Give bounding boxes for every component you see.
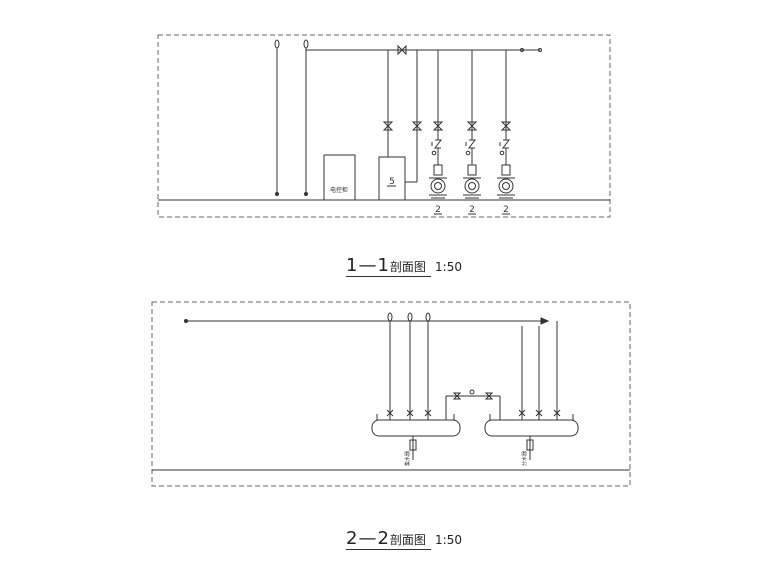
section-2-frame bbox=[151, 301, 631, 487]
left-vertical-pipes bbox=[274, 39, 309, 196]
header-connection-pipe bbox=[446, 389, 501, 420]
section-2-title-text: 剖面图 bbox=[389, 533, 426, 547]
tank-risers bbox=[382, 50, 423, 183]
pump-label-3: 2 bbox=[503, 205, 509, 215]
main-supply-pipe bbox=[306, 44, 542, 56]
pump-unit-1 bbox=[429, 50, 447, 215]
cabinet-label: 电控柜 bbox=[330, 186, 348, 194]
section-2-scale: 1:50 bbox=[435, 533, 462, 547]
section-2-top-pipe bbox=[184, 317, 550, 325]
section-1-frame bbox=[157, 34, 611, 218]
pump-unit-3 bbox=[497, 50, 515, 215]
section-2-title: 2—2剖面图 1:50 bbox=[346, 528, 462, 550]
pump-unit-2 bbox=[463, 50, 481, 215]
tank-label: 5 bbox=[389, 177, 395, 187]
distributor-header bbox=[484, 419, 579, 437]
section-1-title: 1—1剖面图 1:50 bbox=[346, 255, 462, 277]
section-1-scale: 1:50 bbox=[435, 260, 462, 274]
pump-label-1: 2 bbox=[435, 205, 441, 215]
section-1-title-text: 剖面图 bbox=[389, 260, 426, 274]
distributor-label: 分水器 bbox=[521, 451, 528, 466]
electric-control-cabinet bbox=[323, 154, 356, 201]
collector-header bbox=[371, 419, 461, 437]
collector-risers bbox=[376, 312, 455, 460]
section-2-title-number: 2—2 bbox=[346, 528, 390, 549]
collector-label: 集水器 bbox=[404, 451, 411, 466]
pump-label-2: 2 bbox=[469, 205, 475, 215]
water-tank bbox=[378, 156, 406, 201]
distributor-risers bbox=[489, 321, 574, 460]
section-1-title-number: 1—1 bbox=[346, 255, 390, 276]
